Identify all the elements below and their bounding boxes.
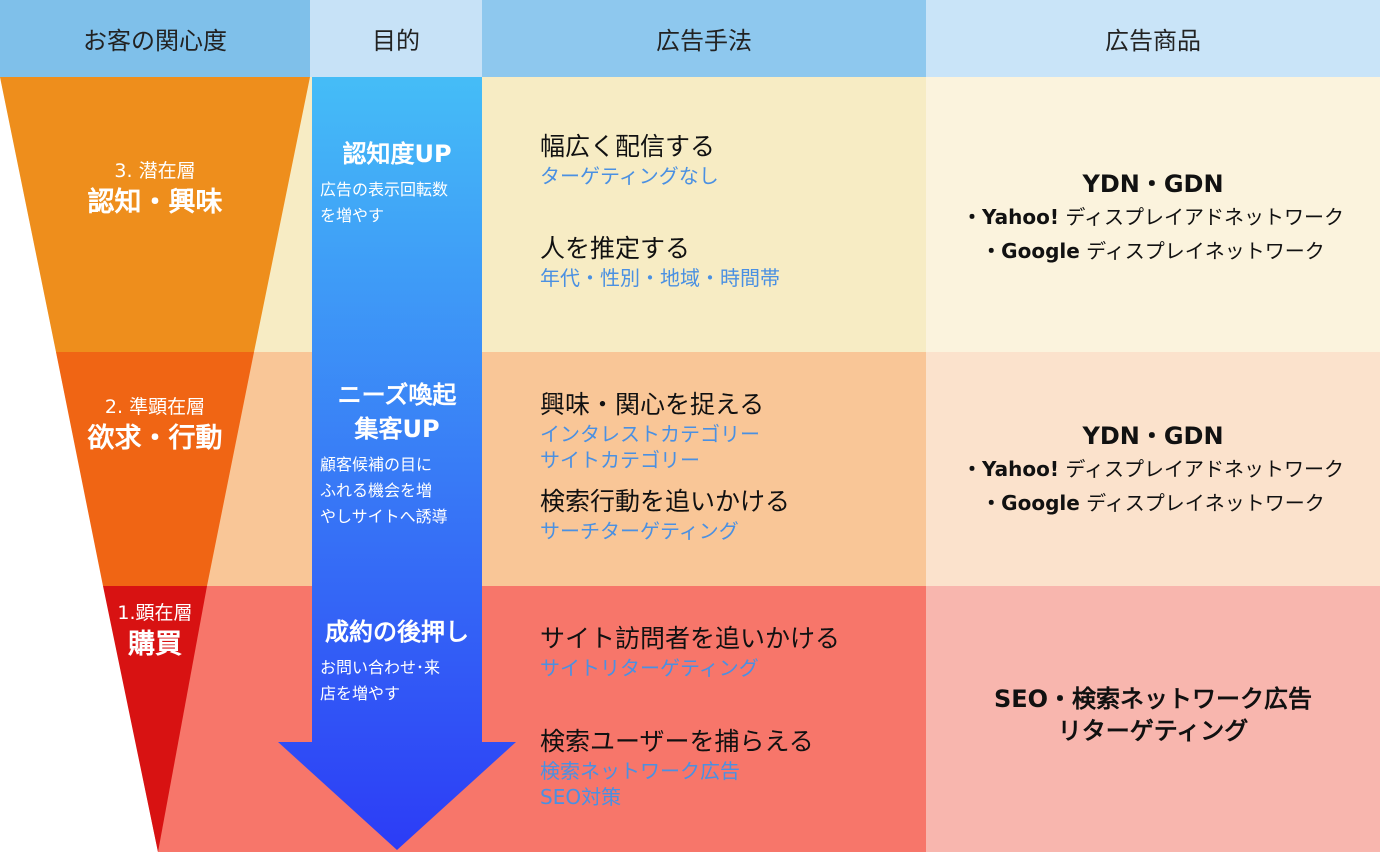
header-interest: お客の関心度 xyxy=(0,0,310,77)
level-latent-label: 認知・興味 xyxy=(87,187,223,218)
level-apparent-number: 1.顕在層 xyxy=(117,602,193,624)
product-apparent-title2: リターゲティング xyxy=(1057,717,1249,745)
product-latent-line-yahoo: ・Yahoo! ディスプレイアドネットワーク xyxy=(926,200,1380,234)
product-latent-google-text: ディスプレイネットワーク xyxy=(1079,239,1325,263)
funnel-segment-latent xyxy=(0,77,310,352)
method-search-user: 検索ユーザーを捕らえる 検索ネットワーク広告 SEO対策 xyxy=(540,726,814,810)
method-search-user-title: 検索ユーザーを捕らえる xyxy=(540,727,814,756)
purpose-semi-desc: 顧客候補の目に ふれる機会を増 やしサイトへ誘導 xyxy=(320,455,448,526)
purpose-latent-title: 認知度UP xyxy=(342,140,452,168)
method-search-behavior-title: 検索行動を追いかける xyxy=(540,487,791,516)
level-latent-number: 3. 潜在層 xyxy=(114,160,196,182)
method-broad: 幅広く配信する ターゲティングなし xyxy=(540,131,719,189)
purpose-apparent: 成約の後押し お問い合わせ･来 店を増やす xyxy=(312,615,482,707)
purpose-semi: ニーズ喚起 集客UP 顧客候補の目に ふれる機会を増 やしサイトへ誘導 xyxy=(312,378,482,530)
method-interest: 興味・関心を捉える インタレストカテゴリー サイトカテゴリー xyxy=(540,389,764,473)
level-apparent-label: 購買 xyxy=(128,629,182,660)
level-apparent: 1.顕在層 購買 xyxy=(40,600,270,664)
funnel-segment-apparent xyxy=(103,586,207,852)
method-site-visitor: サイト訪問者を追いかける サイトリターゲティング xyxy=(540,623,840,681)
level-semi: 2. 準顕在層 欲求・行動 xyxy=(40,394,270,458)
product-semi-google-name: ・Google xyxy=(981,491,1080,515)
product-semi: YDN・GDN ・Yahoo! ディスプレイアドネットワーク ・Google デ… xyxy=(926,420,1380,520)
funnel-segment-semi xyxy=(56,352,254,586)
product-apparent-title: SEO・検索ネットワーク広告 xyxy=(993,685,1313,713)
method-interest-title: 興味・関心を捉える xyxy=(540,390,765,419)
row-apparent-product-bg xyxy=(926,586,1380,852)
product-semi-line-yahoo: ・Yahoo! ディスプレイアドネットワーク xyxy=(926,452,1380,486)
purpose-latent: 認知度UP 広告の表示回転数 を増やす xyxy=(312,137,482,229)
header-method: 広告手法 xyxy=(482,0,926,77)
method-interest-sub: インタレストカテゴリー サイトカテゴリー xyxy=(540,422,760,472)
purpose-semi-title: ニーズ喚起 集客UP xyxy=(337,381,457,443)
purpose-latent-desc: 広告の表示回転数 を増やす xyxy=(320,180,449,225)
method-site-visitor-title: サイト訪問者を追いかける xyxy=(540,624,841,653)
row-semi-product-bg xyxy=(926,352,1380,586)
product-latent-google-name: ・Google xyxy=(981,239,1080,263)
purpose-arrow xyxy=(278,77,516,850)
product-latent-title: YDN・GDN xyxy=(1082,170,1224,198)
product-latent: YDN・GDN ・Yahoo! ディスプレイアドネットワーク ・Google デ… xyxy=(926,168,1380,268)
method-site-visitor-sub: サイトリターゲティング xyxy=(540,656,759,680)
purpose-apparent-desc: お問い合わせ･来 店を増やす xyxy=(320,658,441,703)
level-semi-label: 欲求・行動 xyxy=(87,423,223,454)
level-semi-number: 2. 準顕在層 xyxy=(104,396,206,418)
method-search-behavior: 検索行動を追いかける サーチターゲティング xyxy=(540,486,790,544)
product-semi-yahoo-name: ・Yahoo! xyxy=(962,457,1059,481)
method-estimate: 人を推定する 年代・性別・地域・時間帯 xyxy=(540,233,780,291)
method-search-user-sub: 検索ネットワーク広告 SEO対策 xyxy=(540,759,740,809)
row-latent-product-bg xyxy=(926,77,1380,352)
product-semi-google-text: ディスプレイネットワーク xyxy=(1079,491,1325,515)
purpose-apparent-title: 成約の後押し xyxy=(325,618,469,646)
product-semi-yahoo-text: ディスプレイアドネットワーク xyxy=(1059,457,1344,481)
product-latent-line-google: ・Google ディスプレイネットワーク xyxy=(926,234,1380,268)
product-semi-line-google: ・Google ディスプレイネットワーク xyxy=(926,486,1380,520)
funnel-graphic xyxy=(0,77,310,852)
method-estimate-title: 人を推定する xyxy=(540,234,691,263)
level-latent: 3. 潜在層 認知・興味 xyxy=(40,158,270,222)
product-latent-yahoo-name: ・Yahoo! xyxy=(962,205,1059,229)
purpose-arrow-shape xyxy=(278,77,516,850)
header-purpose: 目的 xyxy=(310,0,482,77)
product-apparent: SEO・検索ネットワーク広告 リターゲティング xyxy=(926,683,1380,747)
product-semi-title: YDN・GDN xyxy=(1082,422,1224,450)
header-product: 広告商品 xyxy=(926,0,1380,77)
method-search-behavior-sub: サーチターゲティング xyxy=(540,519,739,543)
method-broad-title: 幅広く配信する xyxy=(540,132,716,161)
method-estimate-sub: 年代・性別・地域・時間帯 xyxy=(540,266,780,290)
method-broad-sub: ターゲティングなし xyxy=(540,164,719,188)
product-latent-yahoo-text: ディスプレイアドネットワーク xyxy=(1059,205,1344,229)
